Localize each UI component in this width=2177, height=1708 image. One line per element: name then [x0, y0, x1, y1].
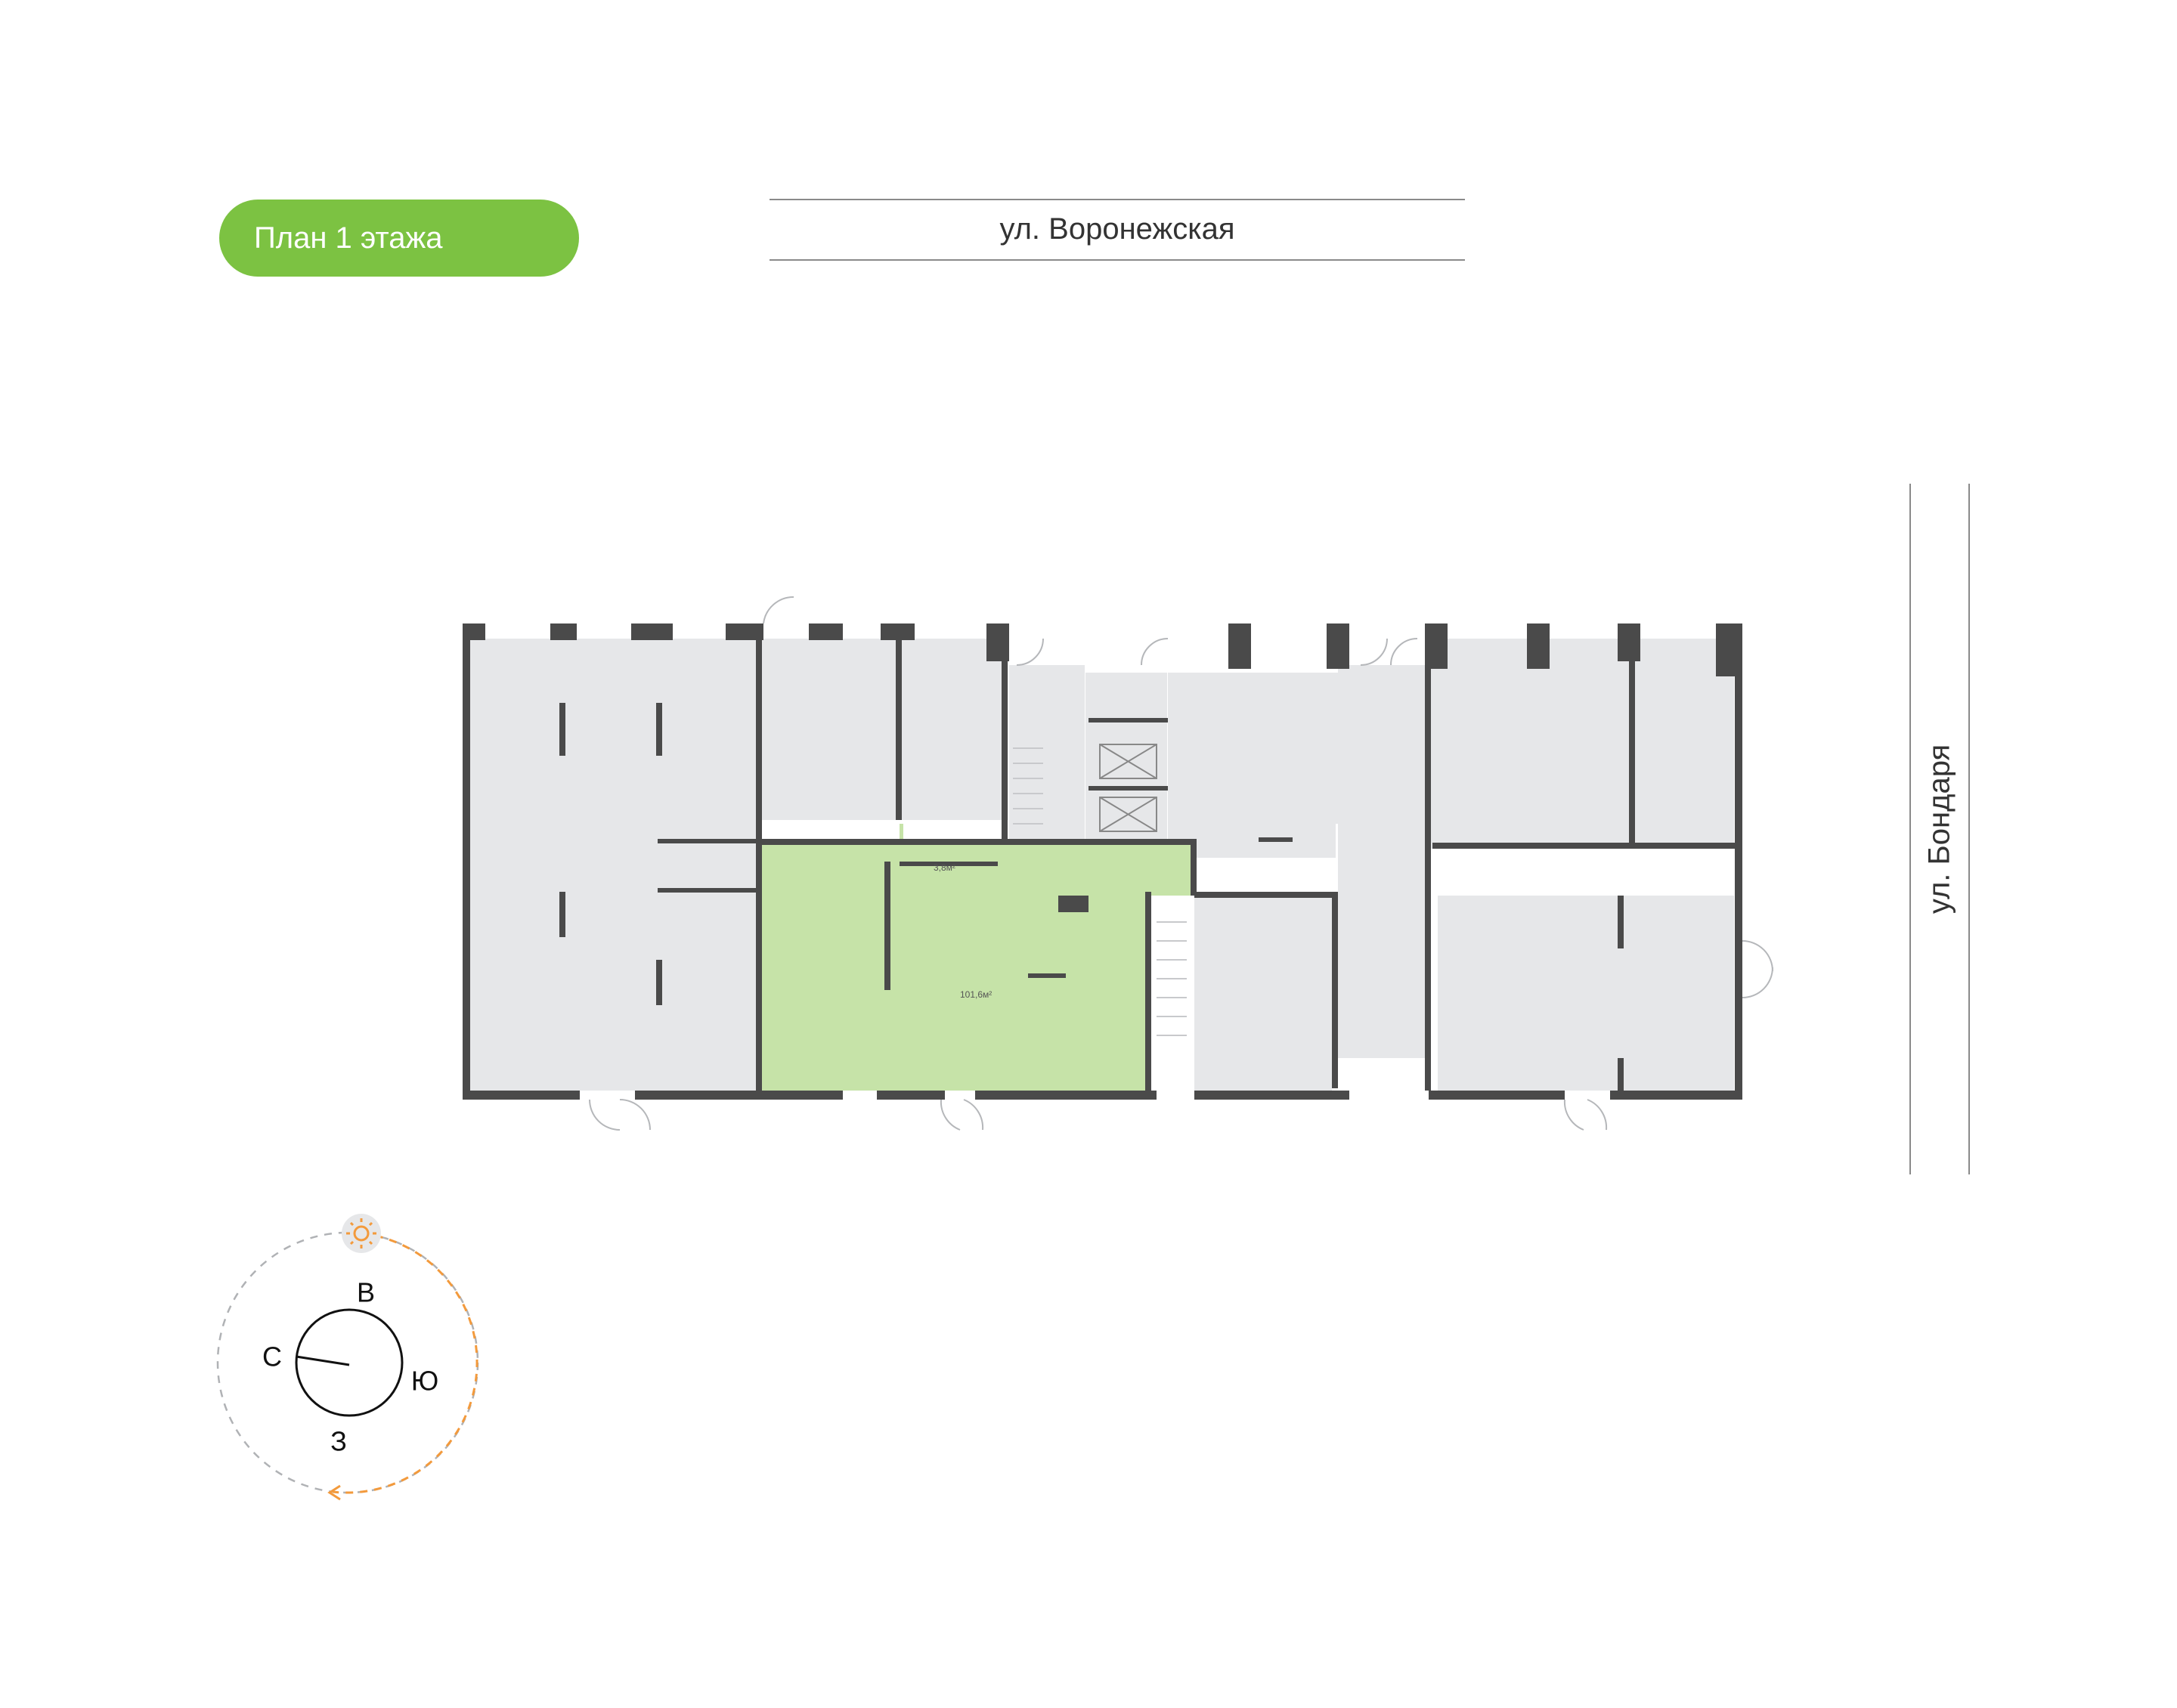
- compass-dial: [295, 1308, 404, 1417]
- compass-east-label: В: [357, 1277, 375, 1308]
- compass-south-label: Ю: [411, 1366, 438, 1397]
- wall-int-10: [1332, 892, 1338, 1088]
- wall-int-17: [658, 888, 756, 893]
- wall-top-right4: [1716, 623, 1742, 676]
- sun-icon: [346, 1218, 376, 1249]
- staircase-left: [1013, 747, 1043, 825]
- wall-outer-left: [463, 623, 470, 1100]
- highlighted-unit: [760, 824, 1194, 1091]
- wall-top-left3: [631, 623, 673, 640]
- wall-int-4: [760, 839, 1197, 845]
- compass-needle: [296, 1355, 350, 1366]
- wall-int-13: [1629, 639, 1635, 846]
- elevator-core: [1085, 673, 1167, 843]
- pillar-8: [1618, 896, 1624, 948]
- room-fills: [470, 639, 1734, 1091]
- room-left-hall: [470, 639, 757, 1091]
- wall-int-16: [658, 839, 756, 843]
- room-small-area-label: 3,8м²: [934, 862, 955, 873]
- corridor-center: [1338, 665, 1429, 1058]
- wall-int-2: [896, 639, 902, 820]
- wall-top-right2: [1527, 623, 1550, 669]
- pillar-5: [1058, 896, 1088, 912]
- wall-bottom-mid1: [635, 1091, 843, 1100]
- staircase-lower: [1157, 921, 1187, 1036]
- pillar-9: [1618, 1058, 1624, 1092]
- wall-int-3: [1002, 661, 1008, 843]
- room-main-area-label: 101,6м²: [960, 989, 992, 1000]
- wall-top-left7: [986, 623, 1009, 661]
- compass: С В Ю З: [216, 1214, 479, 1501]
- street-name-voronezhskaya: ул. Воронежская: [999, 212, 1235, 246]
- wall-bottom-mid4: [1194, 1091, 1349, 1100]
- room-right-lower: [1438, 896, 1734, 1091]
- pillar-7: [1259, 837, 1293, 842]
- wall-top-left6: [881, 623, 915, 640]
- street-label-top: ул. Воронежская: [770, 199, 1465, 261]
- wall-int-1: [756, 639, 762, 1091]
- wall-bottom-right2: [1610, 1091, 1742, 1100]
- wall-int-12: [1432, 843, 1735, 849]
- room-lower-center: [1194, 896, 1332, 1091]
- street-label-right: ул. Бондаря: [1909, 484, 1970, 1174]
- room-right-upper: [1430, 639, 1734, 849]
- elevator-shafts: [1099, 744, 1157, 832]
- pillar-6: [1028, 973, 1066, 978]
- room-left-upper-unit: [760, 639, 1008, 820]
- wall-outer-right: [1735, 623, 1742, 1100]
- highlighted-unit-area: [760, 824, 1194, 1091]
- wall-int-5: [1191, 839, 1197, 896]
- wall-top-left2: [550, 623, 577, 640]
- wall-bottom-left: [463, 1091, 580, 1100]
- wall-int-7: [1088, 718, 1168, 722]
- walls: [463, 623, 1742, 1100]
- wall-int-14: [900, 862, 998, 866]
- wall-int-9: [1194, 892, 1338, 898]
- pillar-3: [656, 703, 662, 756]
- sun-path-orange: [332, 1232, 478, 1494]
- floor-plan-title: План 1 этажа: [219, 200, 579, 277]
- wall-bottom-mid3: [975, 1091, 1157, 1100]
- wall-int-11: [1425, 639, 1431, 1091]
- compass-west-label: З: [330, 1426, 347, 1457]
- pillar-1: [559, 703, 565, 756]
- wall-top-center1: [1228, 623, 1251, 669]
- door-swings: [589, 596, 1773, 1131]
- wall-top-left1: [463, 623, 485, 640]
- wall-top-left4: [726, 623, 763, 640]
- sun-path-arrow-icon: [327, 1484, 341, 1501]
- wall-bottom-right1: [1429, 1091, 1565, 1100]
- compass-north-label: С: [262, 1341, 282, 1372]
- wall-int-8: [1088, 786, 1168, 791]
- wall-bottom-mid2: [877, 1091, 945, 1100]
- wall-int-6: [1145, 892, 1151, 1091]
- stair-left: [1009, 665, 1085, 839]
- wall-top-left5: [809, 623, 843, 640]
- pillar-2: [559, 892, 565, 937]
- wall-top-center2: [1327, 623, 1349, 669]
- wall-int-15: [884, 862, 890, 990]
- pillar-4: [656, 960, 662, 1005]
